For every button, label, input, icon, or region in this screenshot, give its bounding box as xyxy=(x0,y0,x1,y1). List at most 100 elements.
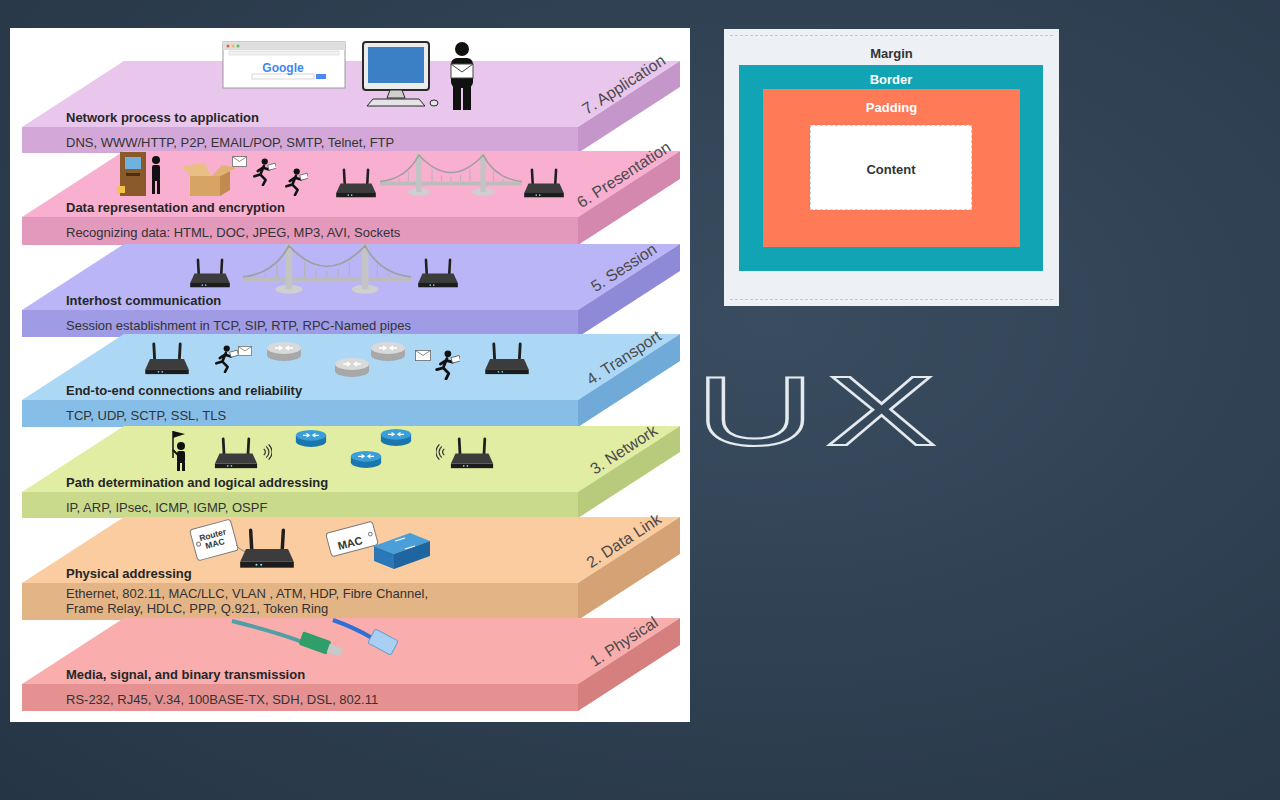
layer-name: 1. Physical xyxy=(587,613,662,670)
flag-man xyxy=(177,462,180,471)
atm-kiosk xyxy=(117,152,160,196)
protocol-list: Recognizing data: HTML, DOC, JPEG, MP3, … xyxy=(66,225,400,240)
text-holder: Path determination and logical addressin… xyxy=(66,473,328,491)
layer-description: Path determination and logical addressin… xyxy=(66,475,328,490)
protocol-list: RS-232, RJ45, V.34, 100BASE-TX, SDH, DSL… xyxy=(66,692,378,707)
text-holder: Physical addressing xyxy=(66,564,192,582)
computer-monitor xyxy=(387,90,405,98)
text-holder: Session establishment in TCP, SIP, RTP, … xyxy=(66,316,411,334)
letter-runners xyxy=(232,157,246,167)
person-with-letter xyxy=(451,58,473,88)
layer-description: Data representation and encryption xyxy=(66,200,285,215)
atm-kiosk xyxy=(117,186,125,193)
browser-window xyxy=(223,42,345,50)
slab-top xyxy=(22,334,680,400)
osi-layer-band: Network process to applicationDNS, WWW/H… xyxy=(22,39,682,153)
browser-window xyxy=(232,45,235,48)
content-box: Content xyxy=(810,125,972,210)
layer-name: 4. Transport xyxy=(583,327,664,389)
computer-monitor xyxy=(363,42,429,90)
person-with-letter xyxy=(463,84,471,110)
layer-description: Network process to application xyxy=(66,110,259,125)
slab-top xyxy=(22,61,680,127)
network-switch xyxy=(395,538,415,549)
browser-window xyxy=(237,45,240,48)
box-model-label: Margin xyxy=(870,46,913,61)
text-holder: RS-232, RJ45, V.34, 100BASE-TX, SDH, DSL… xyxy=(66,690,378,708)
protocol-list: IP, ARP, IPsec, ICMP, IGMP, OSPF xyxy=(66,500,267,515)
text-holder: End-to-end connections and reliability xyxy=(66,381,302,399)
atm-kiosk xyxy=(152,165,160,181)
text-holder: Border xyxy=(739,70,1043,88)
transport-path xyxy=(371,342,405,361)
slab-top xyxy=(22,244,680,310)
flag-man xyxy=(177,442,185,450)
margin-guide xyxy=(730,35,1053,36)
text-holder: Ethernet, 802.11, MAC/LLC, VLAN , ATM, H… xyxy=(66,586,466,616)
protocol-list: Ethernet, 802.11, MAC/LLC, VLAN , ATM, H… xyxy=(66,586,466,616)
layer-name: 5. Session xyxy=(588,240,660,296)
slab-front xyxy=(22,583,578,620)
person-with-letter xyxy=(451,64,473,78)
text-holder: Google xyxy=(243,58,323,76)
layer-name: 7. Application xyxy=(579,52,669,119)
computer-monitor xyxy=(367,99,425,106)
osi-panel xyxy=(10,28,690,722)
atm-kiosk xyxy=(152,180,155,194)
layer-name: 3. Network xyxy=(587,422,661,479)
network-routers xyxy=(351,451,381,468)
text-holder: DNS, WWW/HTTP, P2P, EMAIL/POP, SMTP, Tel… xyxy=(66,133,394,151)
computer-monitor xyxy=(430,100,438,106)
text-holder: Media, signal, and binary transmission xyxy=(66,665,305,683)
text-holder: Margin xyxy=(724,44,1059,62)
browser-window xyxy=(223,42,345,88)
person-with-letter xyxy=(455,42,469,56)
slab-front xyxy=(22,492,578,518)
atm-kiosk xyxy=(152,156,160,164)
layer-name: 2. Data Link xyxy=(583,510,664,572)
text-holder: Padding xyxy=(763,98,1020,116)
text-holder: Interhost communication xyxy=(66,291,221,309)
protocol-list: Session establishment in TCP, SIP, RTP, … xyxy=(66,318,411,333)
browser-window xyxy=(316,74,326,79)
computer-monitor xyxy=(368,47,424,83)
layer-description: End-to-end connections and reliability xyxy=(66,383,302,398)
slab-front xyxy=(22,310,578,337)
network-routers xyxy=(381,429,411,446)
padding-box: PaddingContent xyxy=(763,89,1020,247)
flag-man xyxy=(177,451,185,463)
text-holder: Data representation and encryption xyxy=(66,198,285,216)
transport-path xyxy=(267,342,301,361)
layer-description: Interhost communication xyxy=(66,293,221,308)
margin-box: MarginBorderPaddingContent xyxy=(724,29,1059,306)
slab-top xyxy=(22,517,680,583)
address-tag xyxy=(368,532,372,536)
transport-path xyxy=(238,346,251,355)
slab-front xyxy=(22,127,578,153)
logo-text: Google xyxy=(262,61,303,75)
browser-window xyxy=(223,42,345,88)
atm-kiosk xyxy=(125,157,141,169)
slab-top xyxy=(22,618,680,684)
text-holder: Network process to application xyxy=(66,108,259,126)
margin-guide xyxy=(730,299,1053,300)
layer-description: Physical addressing xyxy=(66,566,192,581)
text-holder: Content xyxy=(811,160,971,178)
person-with-letter xyxy=(451,64,473,72)
slab-front xyxy=(22,684,578,711)
text-holder: Recognizing data: HTML, DOC, JPEG, MP3, … xyxy=(66,223,400,241)
slab-front xyxy=(22,400,578,427)
flag-man xyxy=(182,462,185,471)
text-holder: IP, ARP, IPsec, ICMP, IGMP, OSPF xyxy=(66,498,267,516)
text-holder: UX xyxy=(695,362,843,460)
network-routers xyxy=(296,430,326,447)
browser-window xyxy=(227,45,230,48)
box-model-label: Content xyxy=(866,162,915,177)
slab-top xyxy=(22,426,680,492)
layer-name: 6. Presentation xyxy=(574,138,674,212)
atm-kiosk xyxy=(157,180,160,194)
layer-description: Media, signal, and binary transmission xyxy=(66,667,305,682)
protocol-list: DNS, WWW/HTTP, P2P, EMAIL/POP, SMTP, Tel… xyxy=(66,135,394,150)
transport-path xyxy=(416,350,431,360)
box-model-label: Border xyxy=(870,72,913,87)
